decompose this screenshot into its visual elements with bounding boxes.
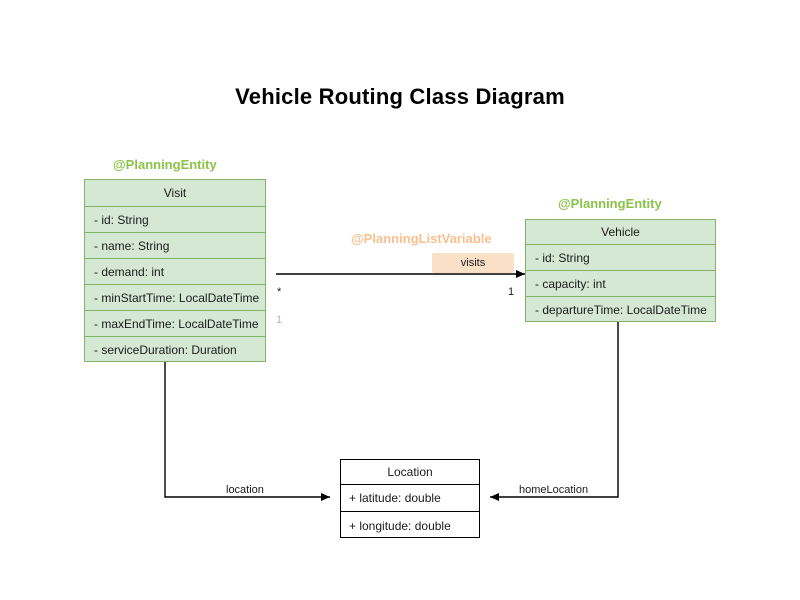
class-attribute: - maxEndTime: LocalDateTime: [85, 311, 265, 337]
class-box-visit[interactable]: Visit - id: String - name: String - dema…: [84, 179, 266, 362]
class-attribute: - name: String: [85, 233, 265, 259]
class-attribute: + latitude: double: [341, 485, 479, 512]
edge-role-label-homelocation: homeLocation: [519, 484, 589, 496]
edge-role-label-visits: visits: [432, 253, 514, 273]
class-attribute: - serviceDuration: Duration: [94, 343, 237, 357]
class-name-vehicle: Vehicle: [526, 220, 715, 245]
multiplicity-visit-many: *: [277, 286, 282, 298]
annotation-planning-list-variable: @PlanningListVariable: [351, 231, 492, 246]
page-title: Vehicle Routing Class Diagram: [235, 84, 565, 109]
multiplicity-vehicle-one: 1: [508, 286, 515, 298]
class-attribute: - departureTime: LocalDateTime: [535, 303, 707, 317]
class-attribute: - capacity: int: [526, 271, 715, 297]
annotation-planning-entity-visit: @PlanningEntity: [113, 157, 217, 172]
class-attribute: + longitude: double: [349, 518, 451, 533]
edge-vehicle-homelocation: [490, 322, 619, 501]
class-attribute: - minStartTime: LocalDateTime: [85, 285, 265, 311]
multiplicity-visit-one: 1: [276, 314, 283, 326]
edge-visit-location: [164, 362, 330, 501]
edge-role-label-location: location: [226, 484, 264, 496]
annotation-planning-entity-vehicle: @PlanningEntity: [558, 196, 662, 211]
class-box-location[interactable]: Location + latitude: double + longitude:…: [340, 459, 480, 538]
class-name-visit: Visit: [85, 180, 265, 207]
class-box-vehicle[interactable]: Vehicle - id: String - capacity: int - d…: [525, 219, 716, 322]
class-name-location: Location: [341, 460, 479, 485]
class-attribute: - demand: int: [85, 259, 265, 285]
class-attribute: - id: String: [526, 245, 715, 271]
class-attribute: - id: String: [85, 207, 265, 233]
